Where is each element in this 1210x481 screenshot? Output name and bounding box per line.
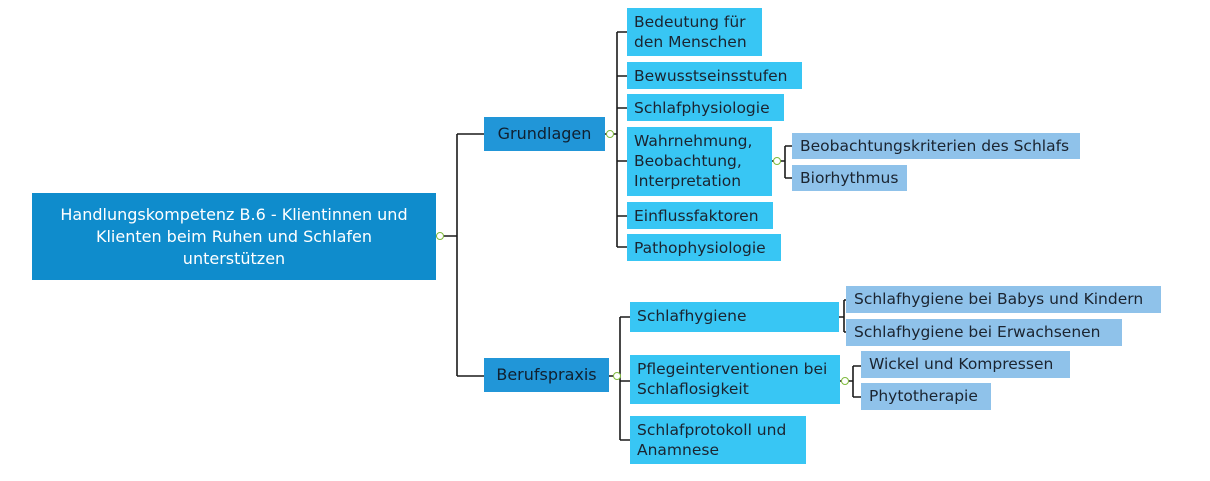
collapse-wahrnehmung-icon[interactable]	[773, 157, 781, 165]
detail-schlafhygiene-kinder[interactable]: Schlafhygiene bei Babys und Kindern	[846, 286, 1161, 313]
detail-phytotherapie-label: Phytotherapie	[869, 387, 978, 405]
detail-biorhythmus[interactable]: Biorhythmus	[792, 165, 907, 191]
subtopic-wahrnehmung-label: Wahrnehmung, Beobachtung, Interpretation	[634, 132, 753, 190]
subtopic-einflussfaktoren-label: Einflussfaktoren	[634, 207, 759, 225]
subtopic-schlafphysiologie-label: Schlafphysiologie	[634, 99, 770, 117]
subtopic-schlafphysiologie[interactable]: Schlafphysiologie	[627, 94, 784, 121]
subtopic-pathophysiologie[interactable]: Pathophysiologie	[627, 234, 781, 261]
detail-wickel[interactable]: Wickel und Kompressen	[861, 351, 1070, 378]
detail-phytotherapie[interactable]: Phytotherapie	[861, 383, 991, 410]
detail-wickel-label: Wickel und Kompressen	[869, 355, 1054, 373]
subtopic-schlafprotokoll[interactable]: Schlafprotokoll und Anamnese	[630, 416, 806, 464]
root-topic-label: Handlungskompetenz B.6 - Klientinnen und…	[60, 204, 408, 268]
detail-schlafhygiene-kinder-label: Schlafhygiene bei Babys und Kindern	[854, 290, 1144, 308]
subtopic-schlafhygiene-label: Schlafhygiene	[637, 307, 747, 325]
topic-berufspraxis-label: Berufspraxis	[496, 365, 597, 384]
detail-schlafhygiene-erwachsene-label: Schlafhygiene bei Erwachsenen	[854, 323, 1101, 341]
topic-berufspraxis[interactable]: Berufspraxis	[484, 358, 609, 392]
topic-grundlagen-label: Grundlagen	[497, 124, 592, 143]
subtopic-einflussfaktoren[interactable]: Einflussfaktoren	[627, 202, 773, 229]
subtopic-wahrnehmung[interactable]: Wahrnehmung, Beobachtung, Interpretation	[627, 127, 772, 196]
subtopic-schlafprotokoll-label: Schlafprotokoll und Anamnese	[637, 421, 787, 459]
collapse-berufspraxis-icon[interactable]	[613, 372, 621, 380]
detail-schlafhygiene-erwachsene[interactable]: Schlafhygiene bei Erwachsenen	[846, 319, 1122, 346]
collapse-grundlagen-icon[interactable]	[606, 130, 614, 138]
subtopic-bewusstseinsstufen-label: Bewusstseinsstufen	[634, 67, 788, 85]
subtopic-pflegeinterventionen-label: Pflegeinterventionen bei Schlaflosigkeit	[637, 360, 828, 398]
subtopic-schlafhygiene[interactable]: Schlafhygiene	[630, 302, 839, 332]
subtopic-pathophysiologie-label: Pathophysiologie	[634, 239, 766, 257]
detail-biorhythmus-label: Biorhythmus	[800, 169, 899, 187]
topic-grundlagen[interactable]: Grundlagen	[484, 117, 605, 151]
detail-beobachtungskriterien-label: Beobachtungskriterien des Schlafs	[800, 137, 1070, 155]
subtopic-pflegeinterventionen[interactable]: Pflegeinterventionen bei Schlaflosigkeit	[630, 355, 840, 404]
root-topic[interactable]: Handlungskompetenz B.6 - Klientinnen und…	[32, 193, 436, 280]
collapse-pflege-icon[interactable]	[841, 377, 849, 385]
collapse-root-icon[interactable]	[436, 232, 444, 240]
subtopic-bedeutung-label: Bedeutung für den Menschen	[634, 13, 747, 51]
subtopic-bedeutung[interactable]: Bedeutung für den Menschen	[627, 8, 762, 56]
detail-beobachtungskriterien[interactable]: Beobachtungskriterien des Schlafs	[792, 133, 1080, 159]
subtopic-bewusstseinsstufen[interactable]: Bewusstseinsstufen	[627, 62, 802, 89]
